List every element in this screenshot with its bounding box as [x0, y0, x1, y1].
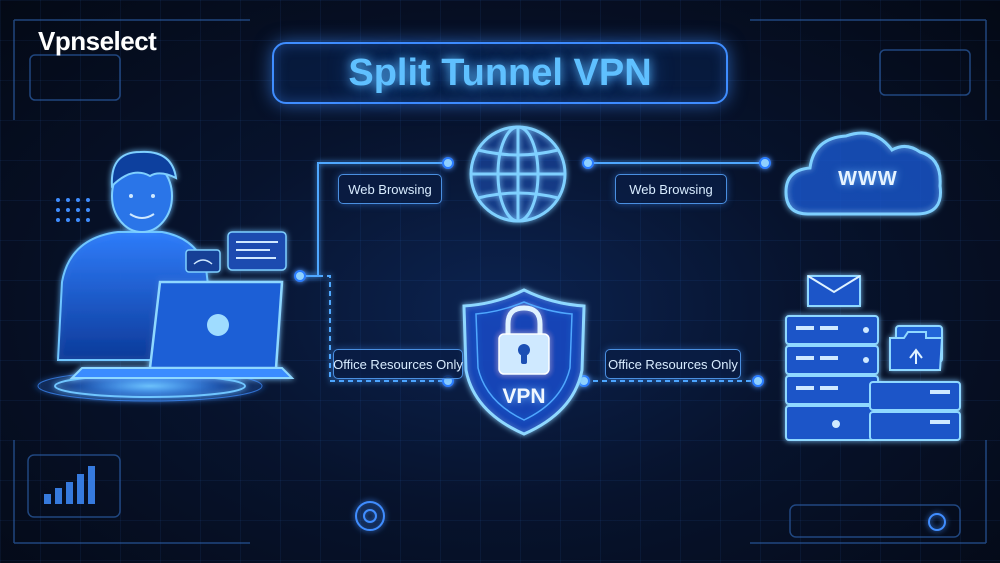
shield-lock-icon: [462, 288, 586, 436]
brand-logo: Vpnselect: [38, 26, 157, 56]
route-nodes: [294, 157, 771, 387]
shield-label: VPN: [502, 385, 546, 408]
frame-decoration: [13, 19, 987, 544]
person-with-laptop-icon: [30, 150, 295, 404]
server-stack-icon: [785, 275, 961, 441]
chart-decoration-icon: [44, 466, 95, 504]
cloud-label: WWW: [838, 168, 898, 190]
folder-icon: [889, 325, 944, 371]
office-route-line: [300, 275, 758, 382]
bottom-center-ring-icon: [355, 501, 946, 531]
title-panel: Split Tunnel VPN: [272, 42, 728, 104]
dots-decoration: [56, 198, 90, 222]
web-browsing-label-right: Web Browsing: [615, 174, 727, 204]
web-browsing-label-left: Web Browsing: [338, 174, 442, 204]
globe-icon: [469, 125, 567, 223]
office-resources-label-left: Office Resources Only: [333, 349, 463, 379]
office-resources-label-right: Office Resources Only: [605, 349, 741, 379]
cloud-icon: [784, 131, 942, 216]
diagram-title: Split Tunnel VPN: [348, 51, 652, 94]
